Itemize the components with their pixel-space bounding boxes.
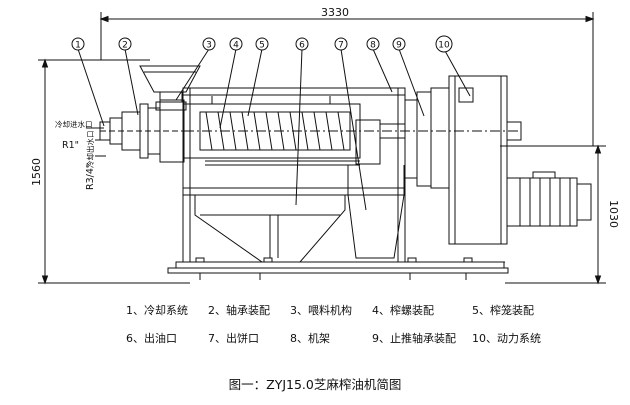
oil-outlet — [194, 195, 346, 263]
callout-1-number: 1 — [75, 41, 81, 51]
callout-6-circle — [295, 37, 309, 51]
legend-item-cooling-system: 1、冷却系统 — [126, 304, 188, 317]
cooling-outlet-size: R3/4" — [85, 164, 96, 190]
cake-outlet — [347, 119, 405, 259]
callout-4-number: 4 — [233, 41, 239, 51]
callout-2-number: 2 — [122, 41, 128, 51]
callout-4-circle — [229, 37, 243, 51]
cooling-housing — [99, 99, 185, 163]
callout-7-number: 7 — [338, 41, 344, 51]
callout-1-circle — [71, 37, 85, 51]
legend-item-bearing-assembly: 2、轴承装配 — [208, 304, 270, 317]
dimension-height — [38, 58, 190, 285]
dimension-length — [99, 12, 595, 146]
callout-2-circle — [118, 37, 132, 51]
callout-6-number: 6 — [299, 41, 305, 51]
power-system — [448, 75, 592, 263]
callout-3-number: 3 — [206, 41, 212, 51]
legend-item-press-cage: 5、榨笼装配 — [472, 304, 534, 317]
dimension-base-height — [500, 144, 606, 285]
legend-item-feed-mechanism: 3、喂料机构 — [290, 304, 352, 317]
callout-8-circle — [366, 37, 380, 51]
screw-cage — [183, 96, 520, 166]
dimension-base-height-value: 1030 — [607, 200, 620, 228]
cooling-outlet-label: 冷却出水口 — [85, 131, 95, 169]
legend-item-press-screw: 4、榨螺装配 — [372, 304, 434, 317]
callout-9-circle — [392, 37, 406, 51]
cooling-inlet-label: 冷却进水口 — [55, 119, 93, 129]
callout-7-circle — [334, 37, 348, 51]
thrust-bearing — [379, 87, 450, 189]
callouts — [71, 35, 453, 53]
callout-3-circle — [202, 37, 216, 51]
callout-9-number: 9 — [396, 41, 402, 51]
callout-10-number: 10 — [438, 41, 450, 51]
callout-leaders — [77, 48, 471, 211]
feed-hopper — [139, 65, 201, 111]
callout-8-number: 8 — [370, 41, 376, 51]
legend-item-thrust-bearing: 9、止推轴承装配 — [372, 332, 456, 345]
legend-item-power-system: 10、动力系统 — [472, 332, 541, 345]
legend-item-frame: 8、机架 — [290, 332, 330, 345]
legend-item-cake-outlet: 7、出饼口 — [208, 332, 259, 345]
callout-5-circle — [255, 37, 269, 51]
dimension-length-value: 3330 — [321, 6, 349, 19]
dimension-height-value: 1560 — [30, 158, 43, 186]
figure-caption: 图一：ZYJ15.0芝麻榨油机简图 — [228, 377, 402, 392]
cooling-inlet-size: R1" — [62, 140, 79, 151]
callout-10-circle — [435, 35, 453, 53]
legend-item-oil-outlet: 6、出油口 — [126, 332, 177, 345]
callout-5-number: 5 — [259, 41, 265, 51]
